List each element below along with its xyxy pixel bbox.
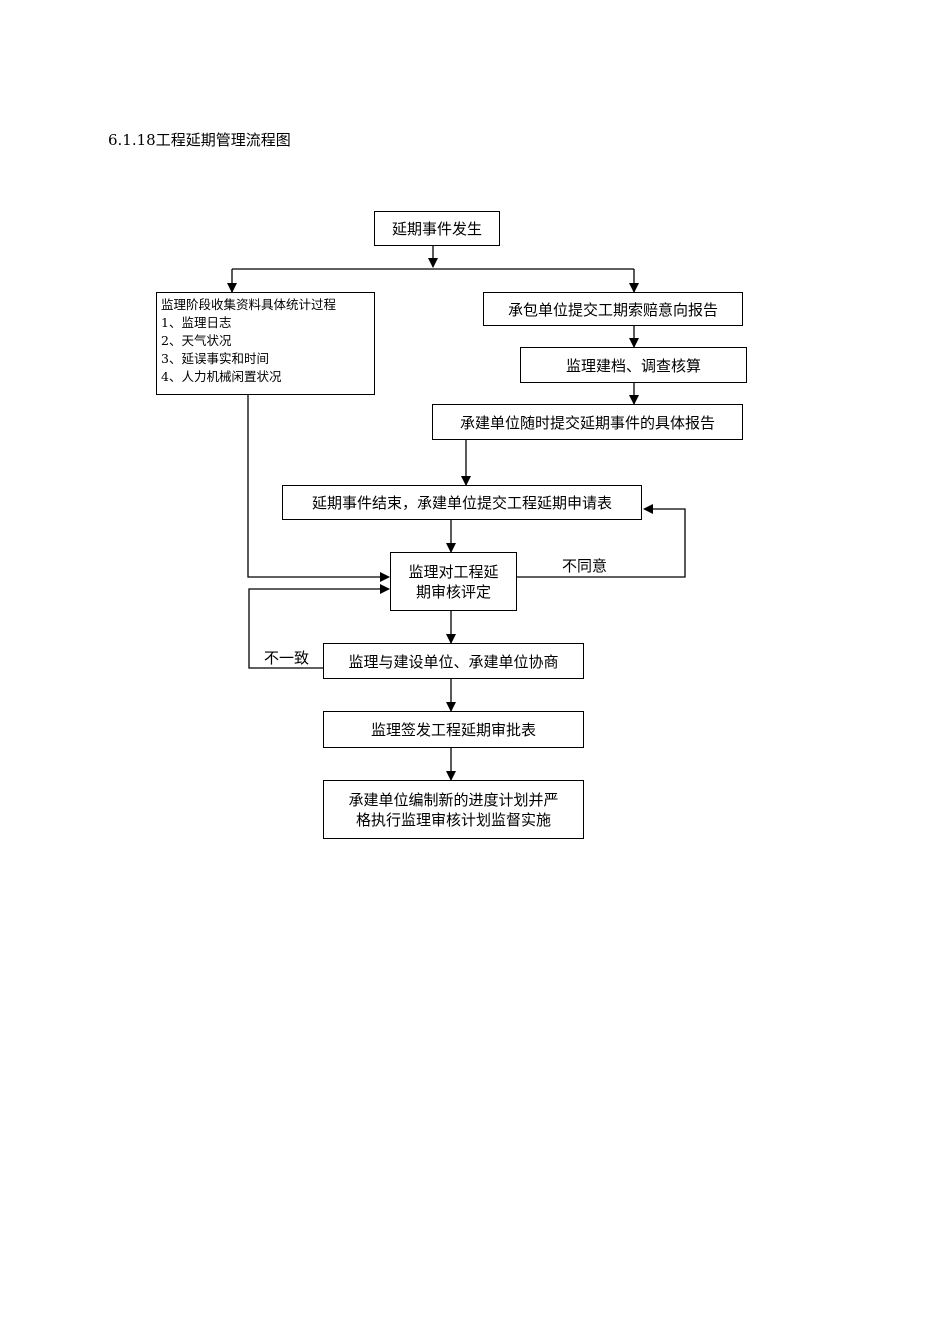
node-detail-report-label: 承建单位随时提交延期事件的具体报告 [459,413,715,432]
node-start-label: 延期事件发生 [391,220,482,238]
node-final-line1: 承建单位编制新的进度计划并严 [348,790,559,809]
node-review: 监理对工程延 期审核评定 [390,552,517,611]
node-final-plan: 承建单位编制新的进度计划并严 格执行监理审核计划监督实施 [323,780,584,839]
connector-disagree-loop [517,504,686,578]
label-disagree: 不同意 [562,557,608,575]
node-archive: 监理建档、调查核算 [520,347,747,383]
node-review-line2: 期审核评定 [415,582,491,601]
stats-item: 1、监理日志 [161,315,232,330]
connector-stats-review [247,395,390,582]
stats-item: 2、天气状况 [161,333,232,348]
node-review-line1: 监理对工程延 [408,562,499,581]
node-final-line2: 格执行监理审核计划监督实施 [355,810,551,829]
node-end-apply: 延期事件结束，承建单位提交工程延期申请表 [282,485,642,520]
node-approve-label: 监理签发工程延期审批表 [370,721,536,739]
node-start: 延期事件发生 [374,211,500,246]
node-negotiate: 监理与建设单位、承建单位协商 [323,643,584,679]
node-claim-intent-label: 承包单位提交工期索赔意向报告 [507,300,718,319]
node-claim-intent: 承包单位提交工期索赔意向报告 [483,292,743,326]
stats-item: 3、延误事实和时间 [161,351,269,366]
stats-title: 监理阶段收集资料具体统计过程 [161,297,337,312]
stats-item: 4、人力机械闲置状况 [161,369,282,384]
node-stats-collection: 监理阶段收集资料具体统计过程 1、监理日志 2、天气状况 3、延误事实和时间 4… [156,292,375,395]
node-approve: 监理签发工程延期审批表 [323,711,584,748]
page-title: 6.1.18工程延期管理流程图 [108,131,291,149]
node-end-apply-label: 延期事件结束，承建单位提交工程延期申请表 [311,494,612,512]
connector-inconsistent-loop [248,584,390,669]
node-negotiate-label: 监理与建设单位、承建单位协商 [348,652,559,671]
node-detail-report: 承建单位随时提交延期事件的具体报告 [432,404,743,440]
node-archive-label: 监理建档、调查核算 [565,356,701,375]
label-inconsistent: 不一致 [264,649,310,667]
